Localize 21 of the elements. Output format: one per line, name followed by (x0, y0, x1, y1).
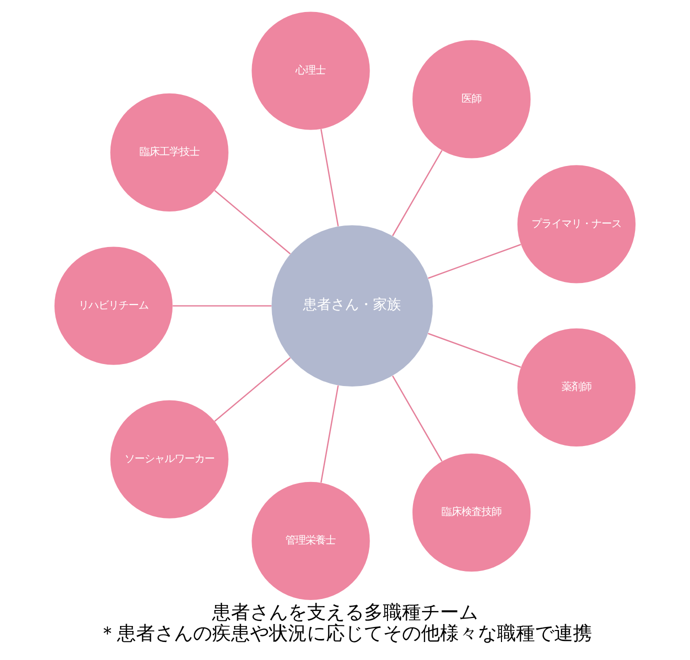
node-circle: 管理栄養士 (252, 482, 370, 600)
connector (392, 376, 442, 462)
caption: ＊患者さんの疾患や状況に応じてその他様々な職種で連携 (98, 622, 592, 644)
connector (428, 244, 522, 279)
connector (320, 129, 339, 226)
node-circle: 心理士 (252, 12, 370, 130)
node-circle: 薬剤師 (517, 328, 636, 447)
connector (214, 190, 291, 254)
connector (172, 305, 272, 306)
connector (392, 150, 442, 236)
node-circle: 患者さん・家族 (272, 225, 433, 386)
connector (320, 385, 339, 483)
node-circle: 医師 (412, 40, 531, 158)
node-circle: プライマリ・ナース (517, 165, 636, 284)
connector (214, 357, 291, 422)
connector (428, 332, 522, 368)
node-circle: ソーシャルワーカー (110, 400, 228, 518)
node-circle: 臨床検査技師 (412, 453, 531, 572)
diagram-title: 患者さんを支える多職種チーム (212, 602, 478, 624)
node-circle: 臨床工学技士 (110, 93, 228, 212)
node-circle: リハビリチーム (54, 246, 173, 365)
